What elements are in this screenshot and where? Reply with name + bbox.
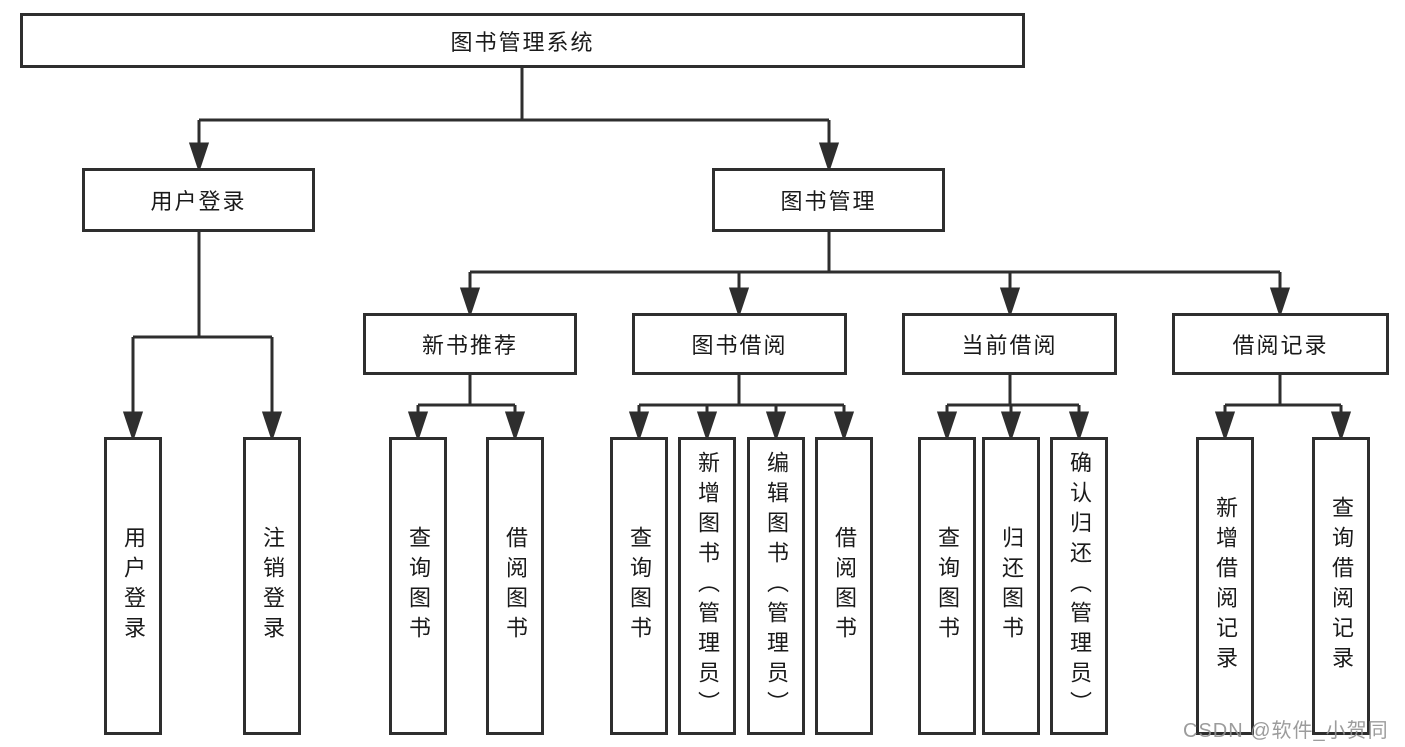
leaf-label: 编辑图书（管理员） xyxy=(764,451,789,721)
arrowhead xyxy=(765,411,787,442)
csdn-watermark: CSDN @软件_小贺同学 xyxy=(1183,720,1389,742)
leaf-logout: 注销登录 xyxy=(243,437,301,735)
node-book-borrow: 图书借阅 xyxy=(632,313,847,375)
leaf-label: 确认归还（管理员） xyxy=(1067,451,1092,721)
node-label: 图书管理 xyxy=(780,189,877,214)
leaf-label: 查询图书 xyxy=(627,526,652,646)
arrowhead xyxy=(818,142,840,173)
arrowhead xyxy=(833,411,855,442)
leaf-query-borrow-record: 查询借阅记录 xyxy=(1312,437,1370,735)
arrowhead xyxy=(936,411,958,442)
leaf-label: 新增借阅记录 xyxy=(1213,496,1238,676)
connector-borrow-records-children xyxy=(1214,375,1352,442)
arrowhead xyxy=(1000,411,1022,442)
leaf-query-books-recommend: 查询图书 xyxy=(389,437,447,735)
connector-book-mgmt-children xyxy=(459,232,1291,318)
connector-current-borrow-children xyxy=(936,375,1090,442)
node-label: 当前借阅 xyxy=(961,333,1058,358)
leaf-label: 注销登录 xyxy=(260,526,285,646)
leaf-label: 查询图书 xyxy=(935,526,960,646)
leaf-return-books: 归还图书 xyxy=(982,437,1040,735)
arrowhead xyxy=(1068,411,1090,442)
node-new-book-recommend: 新书推荐 xyxy=(363,313,577,375)
node-label: 用户登录 xyxy=(150,189,247,214)
leaf-label: 借阅图书 xyxy=(503,526,528,646)
node-label: 图书借阅 xyxy=(691,333,788,358)
node-current-borrow: 当前借阅 xyxy=(902,313,1117,375)
connector-new-book-children xyxy=(407,375,526,442)
arrowhead xyxy=(261,411,283,442)
arrowhead xyxy=(728,287,750,318)
arrowhead xyxy=(1214,411,1236,442)
connector-book-borrow-children xyxy=(628,375,855,442)
arrowhead xyxy=(628,411,650,442)
arrowhead xyxy=(999,287,1021,318)
node-book-management: 图书管理 xyxy=(712,168,945,232)
leaf-borrow-books: 借阅图书 xyxy=(815,437,873,735)
node-root-system: 图书管理系统 xyxy=(20,13,1025,68)
arrowhead xyxy=(1330,411,1352,442)
leaf-borrow-books-recommend: 借阅图书 xyxy=(486,437,544,735)
leaf-label: 查询借阅记录 xyxy=(1329,496,1354,676)
leaf-add-books-admin: 新增图书（管理员） xyxy=(678,437,736,735)
leaf-label: 新增图书（管理员） xyxy=(695,451,720,721)
node-label: 借阅记录 xyxy=(1232,333,1329,358)
leaf-add-borrow-record: 新增借阅记录 xyxy=(1196,437,1254,735)
arrowhead xyxy=(504,411,526,442)
leaf-label: 借阅图书 xyxy=(832,526,857,646)
node-user-login: 用户登录 xyxy=(82,168,315,232)
leaf-label: 用户登录 xyxy=(121,526,146,646)
leaf-user-login: 用户登录 xyxy=(104,437,162,735)
leaf-label: 归还图书 xyxy=(999,526,1024,646)
leaf-query-books-current: 查询图书 xyxy=(918,437,976,735)
arrowhead xyxy=(459,287,481,318)
node-label: 图书管理系统 xyxy=(450,29,595,55)
connector-root-to-level2 xyxy=(188,68,840,173)
leaf-label: 查询图书 xyxy=(406,526,431,646)
arrowhead xyxy=(188,142,210,173)
arrowhead xyxy=(696,411,718,442)
node-borrow-records: 借阅记录 xyxy=(1172,313,1389,375)
leaf-query-books-borrow: 查询图书 xyxy=(610,437,668,735)
connector-user-login-children xyxy=(122,232,283,442)
node-label: 新书推荐 xyxy=(421,333,518,358)
arrowhead xyxy=(1269,287,1291,318)
leaf-confirm-return-admin: 确认归还（管理员） xyxy=(1050,437,1108,735)
arrowhead xyxy=(122,411,144,442)
arrowhead xyxy=(407,411,429,442)
leaf-edit-books-admin: 编辑图书（管理员） xyxy=(747,437,805,735)
